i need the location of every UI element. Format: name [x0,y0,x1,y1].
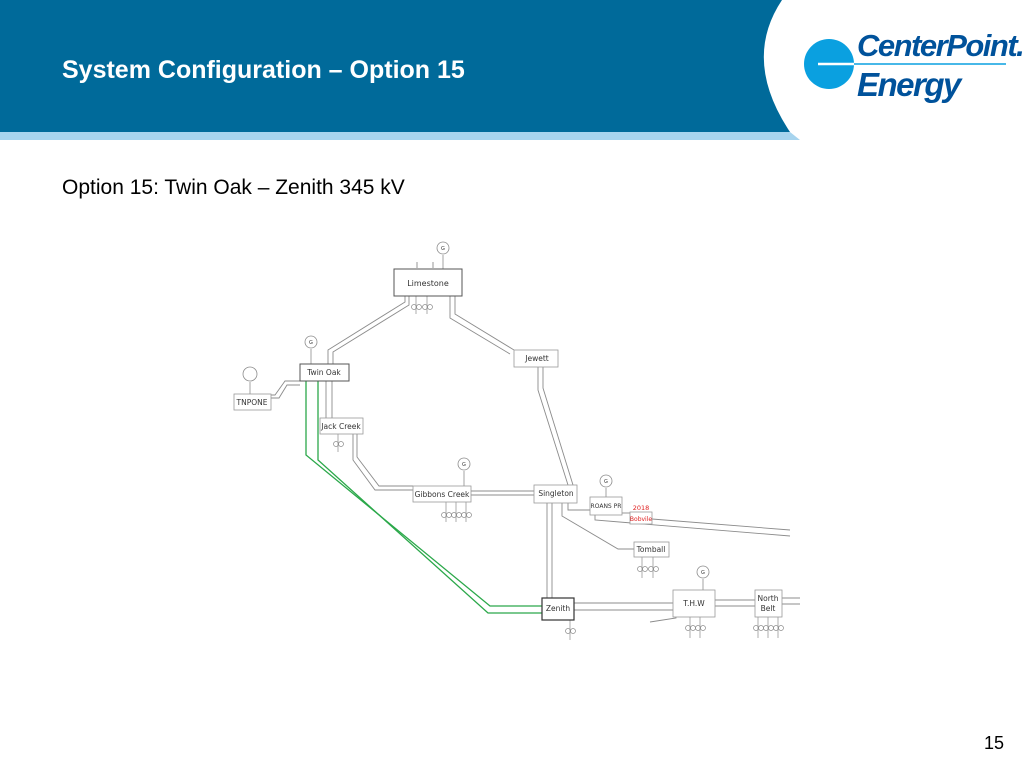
station-jewett-box [513,349,559,368]
station-jack-creek-box [319,417,364,435]
load-icon [333,434,344,452]
station-singleton-label: Singleton [538,489,574,498]
tnpone-circle-icon [242,366,258,382]
station-jewett-label: Jewett [524,354,549,363]
station-zenith-box [541,597,575,621]
station-thw-box [672,589,716,618]
generator-label: G [604,479,608,485]
station-north-belt-label-1: North [758,594,779,603]
station-boxes [233,268,783,621]
station-singleton-box [533,484,578,504]
station-twin-oak-box [299,363,350,382]
generator-icons [242,241,710,590]
slide-title: System Configuration – Option 15 [62,56,465,84]
station-gibbons-creek-label: Gibbons Creek [415,490,470,499]
load-icon [637,557,648,578]
slide-subtitle: Option 15: Twin Oak – Zenith 345 kV [62,176,405,199]
generator-icon [599,474,613,488]
logo-text-centerpoint: CenterPoint. [857,28,1024,63]
load-icon [763,617,774,638]
generator-icon [304,335,318,349]
header-banner [0,0,800,140]
slide-header: System Configuration – Option 15 CenterP… [0,0,1024,140]
station-jack-creek-label: Jack Creek [320,422,361,431]
load-icon [451,502,462,522]
station-limestone-box [393,268,463,297]
station-north-belt-box [754,589,783,618]
load-icon [648,557,659,578]
station-tomball-box [633,541,670,558]
transmission-lines [271,262,800,623]
load-icon [685,617,696,638]
station-thw-label: T.H.W [682,599,705,608]
generator-label: G [309,340,313,346]
generator-icon [457,457,471,471]
load-icon [411,296,422,314]
load-icon [695,617,706,638]
generator-labels: G G G G G [309,246,705,576]
station-tnpone-label: TNPONE [236,398,268,407]
load-icon [461,502,472,522]
station-gibbons-creek-box [412,485,472,503]
generator-icon [696,565,710,579]
station-roans-pr-label: ROANS PR [591,503,622,510]
station-tnpone-box [233,393,272,411]
station-twin-oak-label: Twin Oak [306,368,341,377]
generator-label: G [462,462,466,468]
load-symbols [333,296,784,640]
page-number: 15 [984,733,1005,753]
generator-label: G [441,246,445,252]
station-labels: Limestone Jewett Twin Oak TNPONE Jack Cr… [236,279,779,613]
station-roans-pr-box [589,496,623,516]
station-bobville-label: Bobvile [630,516,652,523]
station-tomball-label: Tomball [636,545,666,554]
load-icon [441,502,452,522]
generator-icon [436,241,450,255]
station-bobville-box [629,511,653,525]
logo-text-energy: Energy [857,66,961,103]
load-icon [773,617,784,638]
load-icon [565,620,576,640]
load-icon [753,617,764,638]
station-limestone-label: Limestone [407,279,449,288]
logo-circle-icon [804,39,1006,89]
generator-label: G [701,570,705,576]
new-345kv-line [305,381,542,614]
station-zenith-label: Zenith [546,604,571,613]
station-bobville-year-label: 2018 [633,504,650,512]
station-north-belt-label-2: Belt [761,604,776,613]
load-icon [422,296,433,314]
